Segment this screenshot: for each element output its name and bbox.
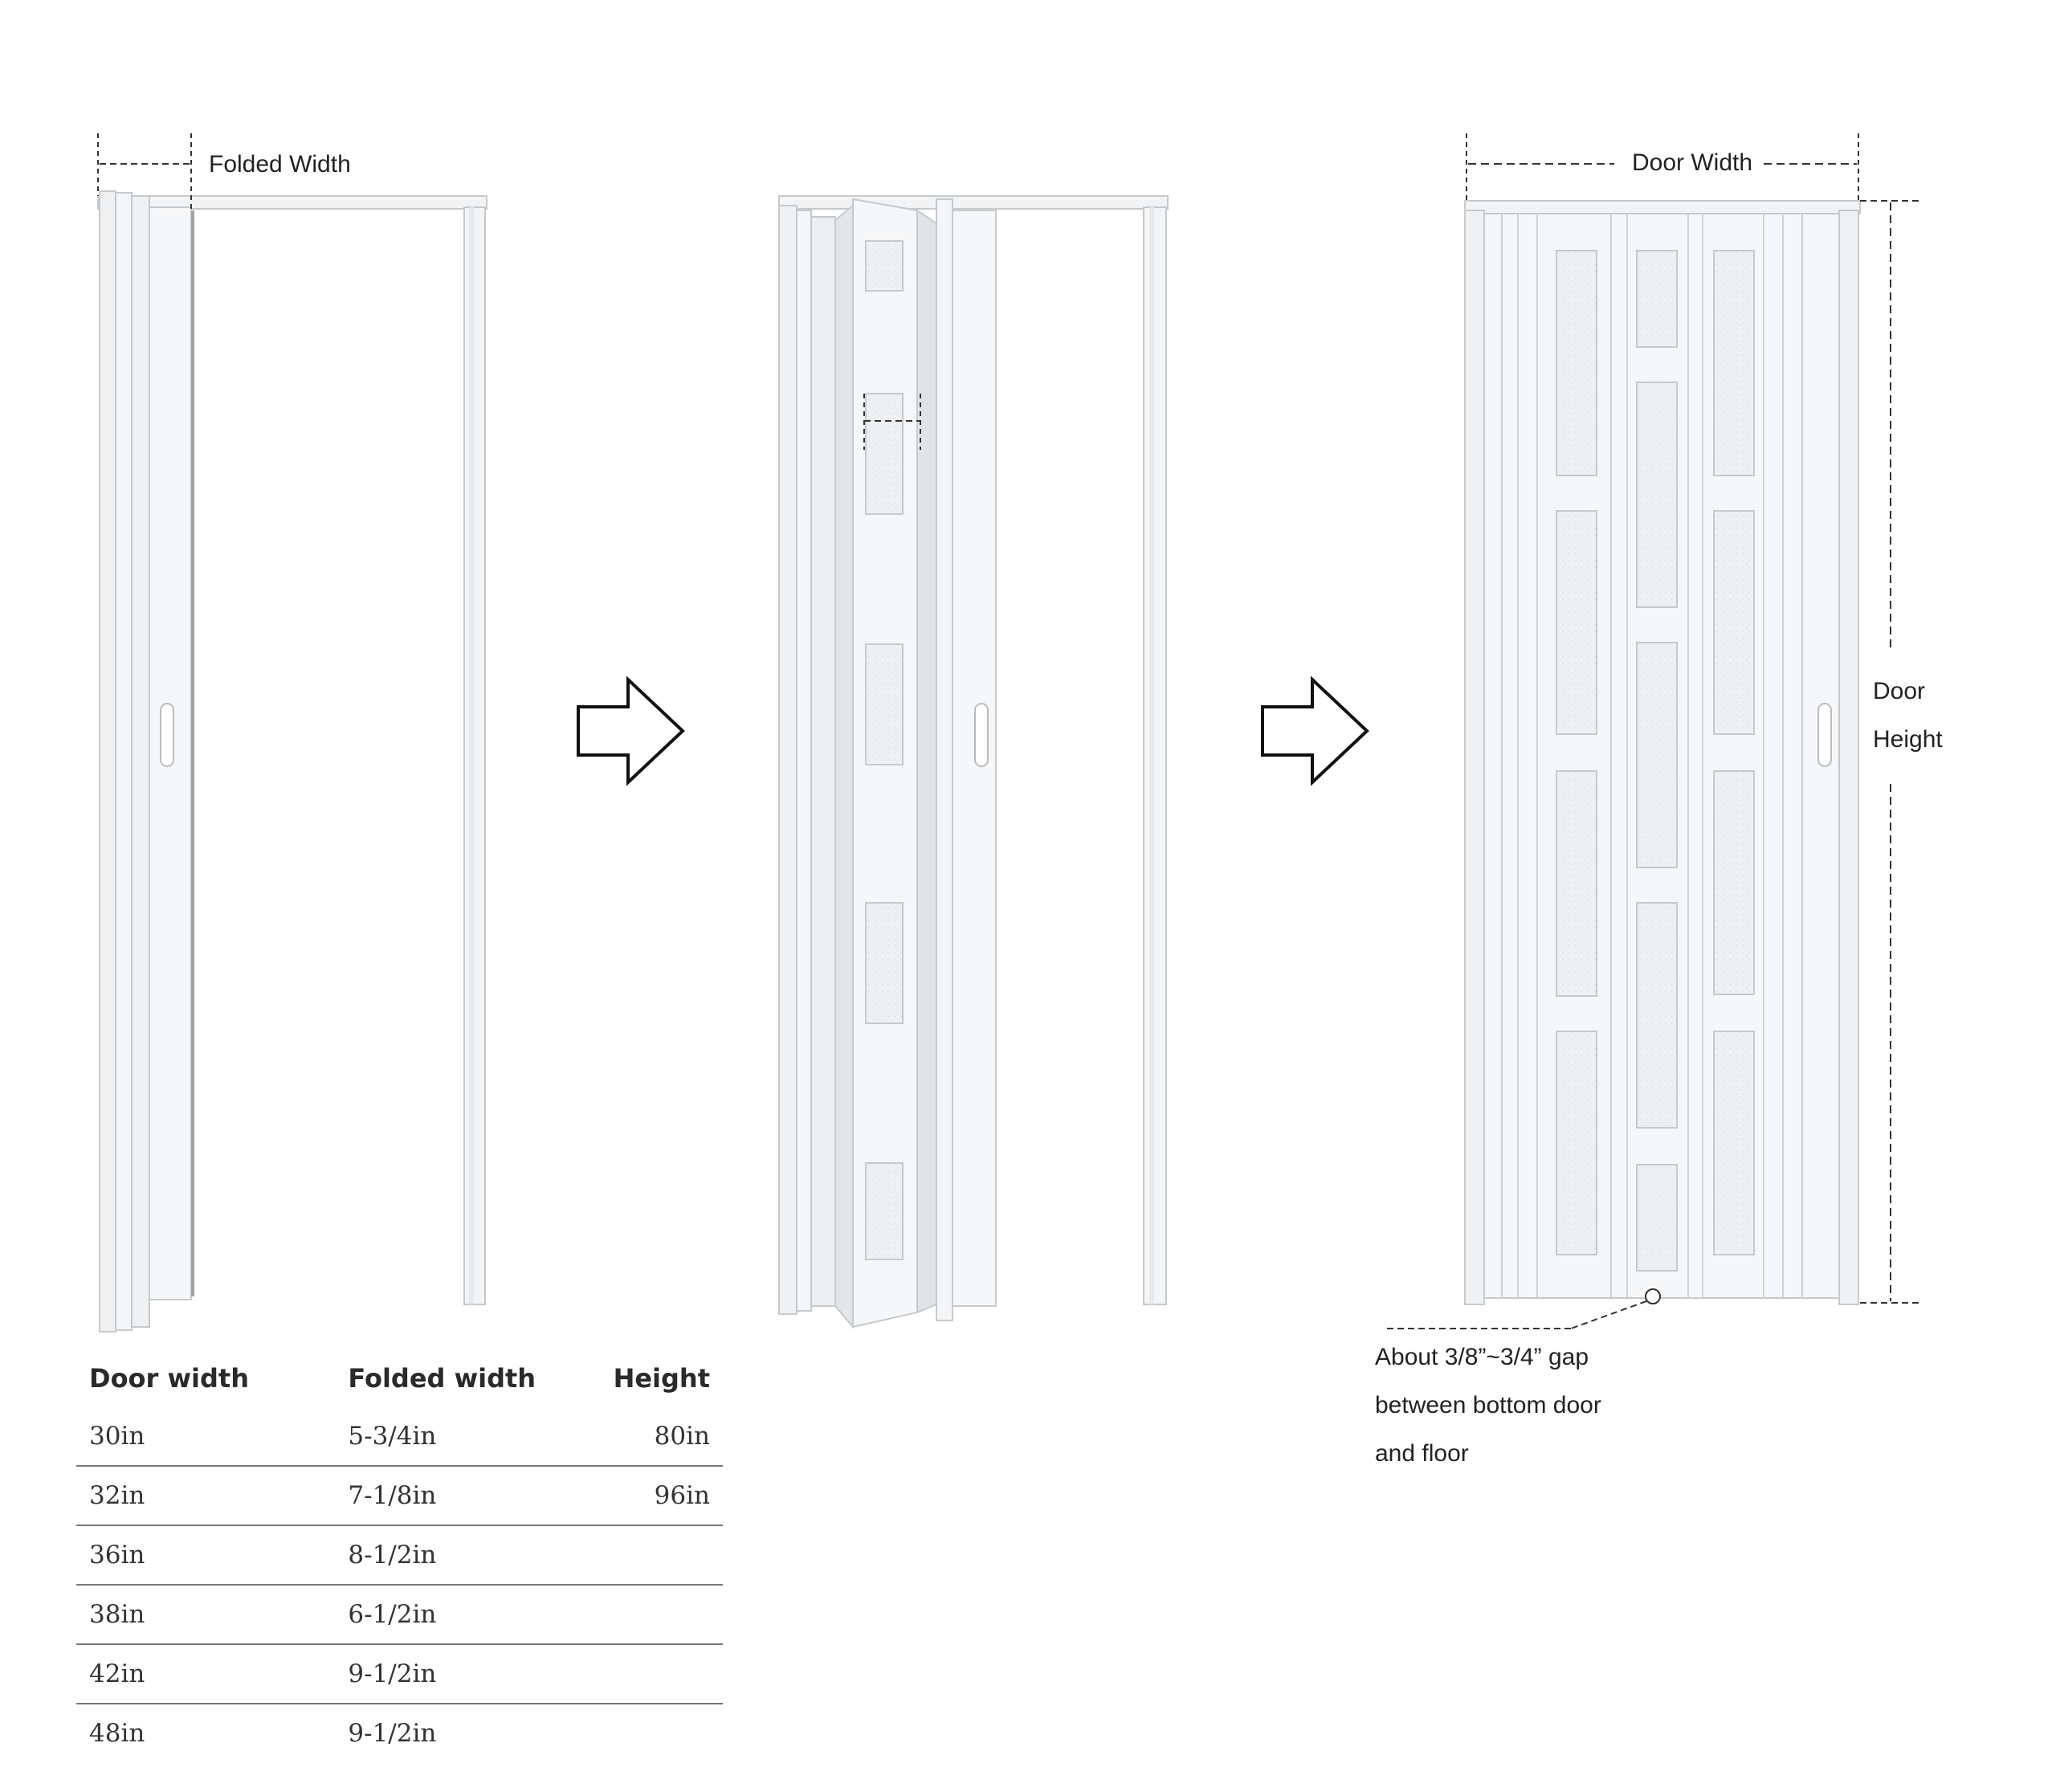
cell-folded-width: 6-1/2in	[284, 1584, 601, 1644]
cell-folded-width: 9-1/2in	[284, 1703, 601, 1762]
cell-height	[600, 1584, 723, 1644]
cell-folded-width: 9-1/2in	[284, 1643, 601, 1704]
size-spec-table: Door width Folded width Height 30in 5-3/…	[76, 1349, 723, 1762]
cell-height	[600, 1703, 723, 1762]
door-folded-illustration	[97, 133, 487, 1333]
arrow-right-icon	[577, 676, 685, 786]
table-row: 30in 5-3/4in 80in	[76, 1407, 723, 1466]
cell-door-width: 32in	[76, 1465, 284, 1525]
header-folded-width: Folded width	[348, 1363, 536, 1394]
floor-gap-note-line: between bottom door	[1375, 1392, 1601, 1418]
cell-folded-width: 7-1/8in	[284, 1465, 601, 1525]
cell-height	[600, 1643, 723, 1704]
cell-door-width: 42in	[76, 1643, 284, 1704]
table-header-row: Door width Folded width Height	[76, 1349, 723, 1407]
cell-door-width: 48in	[76, 1703, 284, 1762]
cell-door-width: 30in	[89, 1422, 145, 1451]
door-height-label-line2: Height	[1873, 726, 1943, 753]
cell-door-width: 38in	[76, 1584, 284, 1644]
door-closed-illustration	[1385, 133, 1921, 1329]
door-height-label-line1: Door	[1873, 678, 1926, 704]
folded-width-label: Folded Width	[206, 153, 354, 177]
cell-height	[600, 1525, 723, 1585]
door-half-open-illustration	[778, 195, 1169, 1329]
cell-folded-width: 5-3/4in	[348, 1422, 437, 1451]
floor-gap-note-line: About 3/8”~3/4” gap	[1375, 1344, 1589, 1370]
cell-folded-width: 8-1/2in	[284, 1525, 601, 1585]
table-row: 48in 9-1/2in	[76, 1703, 723, 1762]
floor-gap-note-line: and floor	[1375, 1440, 1469, 1467]
cell-height: 96in	[600, 1465, 723, 1525]
header-door-width: Door width	[89, 1363, 249, 1394]
table-row: 38in 6-1/2in	[76, 1584, 723, 1644]
arrow-right-icon	[1261, 676, 1369, 786]
table-row: 42in 9-1/2in	[76, 1643, 723, 1704]
table-row: 32in 7-1/8in 96in	[76, 1465, 723, 1525]
door-width-label: Door Width	[1624, 151, 1761, 175]
cell-door-width: 36in	[76, 1525, 284, 1585]
table-row: 36in 8-1/2in	[76, 1525, 723, 1585]
cell-height: 80in	[654, 1422, 710, 1451]
floor-gap-note: About 3/8”~3/4” gap between bottom door …	[1375, 1333, 1601, 1478]
header-height: Height	[613, 1363, 710, 1394]
